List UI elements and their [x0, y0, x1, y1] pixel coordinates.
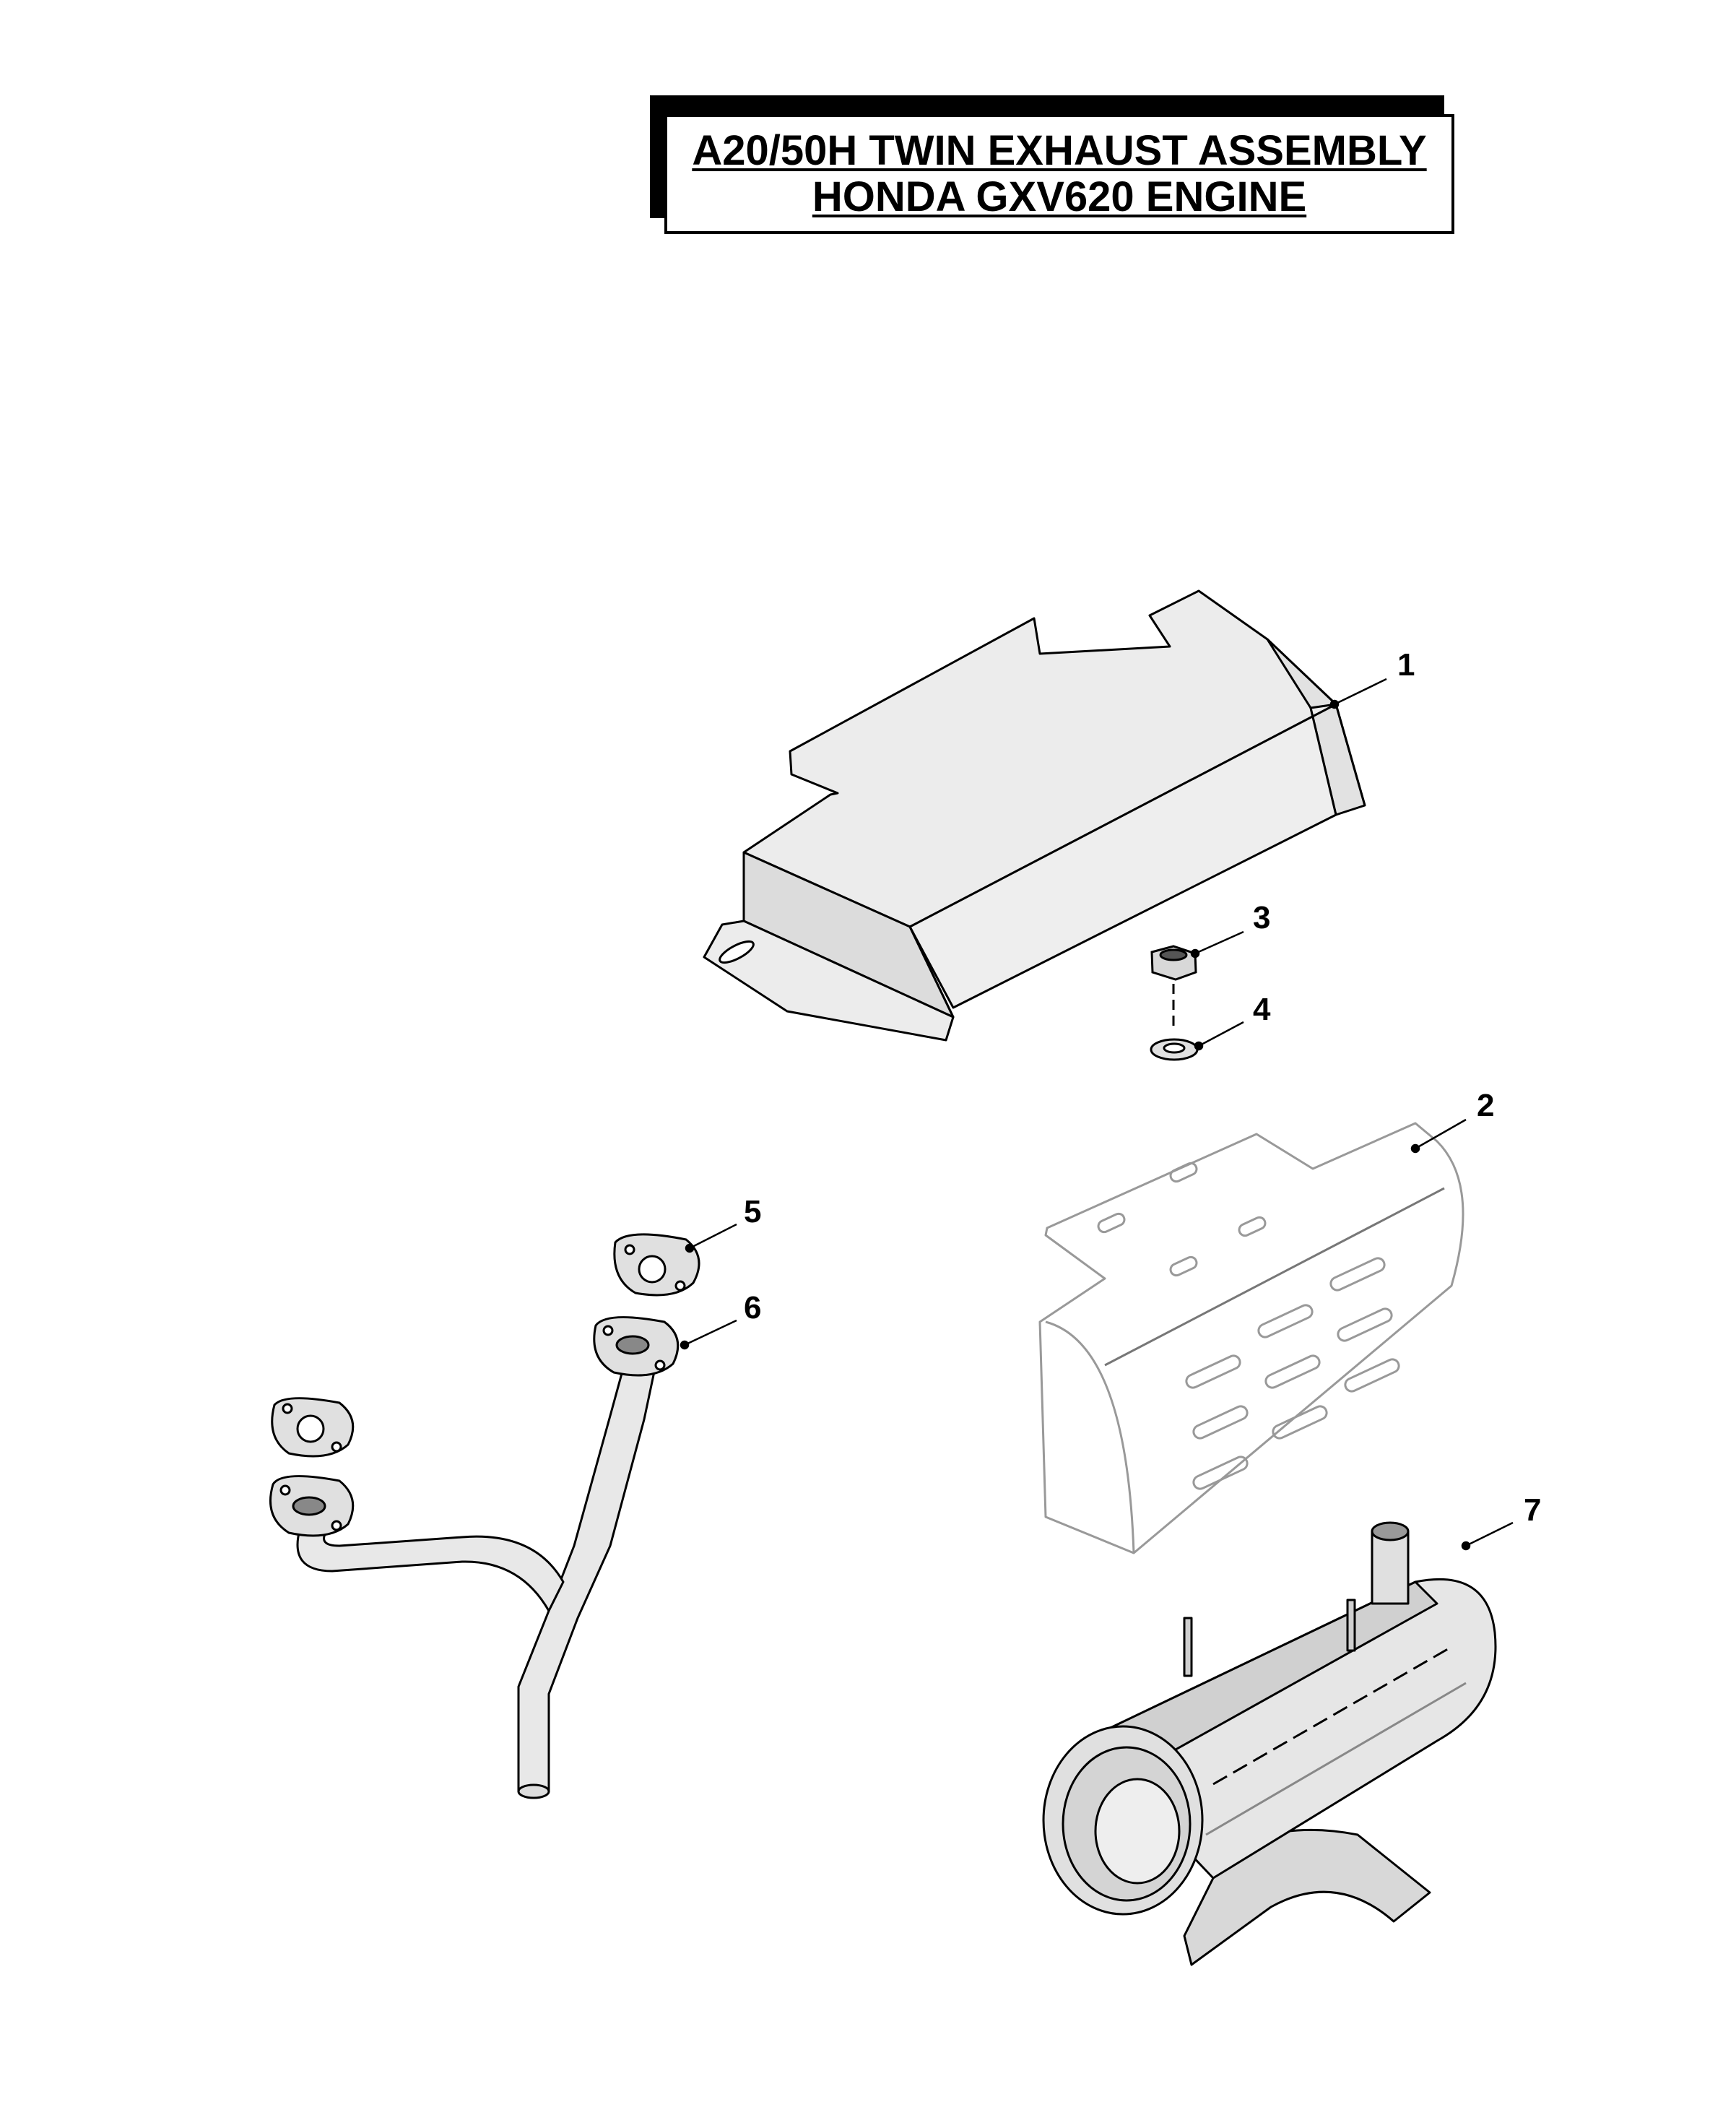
- title-line-2: HONDA GXV620 ENGINE: [812, 173, 1307, 220]
- callout-3: 3: [1253, 900, 1270, 935]
- gasket-left: [271, 1397, 355, 1458]
- upper-heat-shield: [703, 589, 1366, 1042]
- nut: [1150, 945, 1197, 1031]
- muffler-heat-shield: [1038, 1122, 1464, 1554]
- title-box: A20/50H TWIN EXHAUST ASSEMBLY HONDA GXV6…: [664, 114, 1454, 234]
- muffler: [1042, 1521, 1497, 1966]
- title-line-1: A20/50H TWIN EXHAUST ASSEMBLY: [692, 127, 1427, 174]
- callout-2: 2: [1477, 1088, 1494, 1123]
- callout-7: 7: [1524, 1492, 1541, 1528]
- exhaust-pipe: [269, 1316, 680, 1799]
- washer: [1150, 1038, 1199, 1061]
- callout-6: 6: [744, 1290, 761, 1325]
- gasket-upper: [613, 1233, 700, 1297]
- callout-5: 5: [744, 1194, 761, 1229]
- callout-labels: 1 2 3 4 5 6 7: [744, 647, 1541, 1528]
- callout-4: 4: [1253, 992, 1271, 1027]
- title-block: A20/50H TWIN EXHAUST ASSEMBLY HONDA GXV6…: [650, 95, 1459, 238]
- leader-lines: [680, 678, 1514, 1551]
- callout-1: 1: [1397, 647, 1415, 683]
